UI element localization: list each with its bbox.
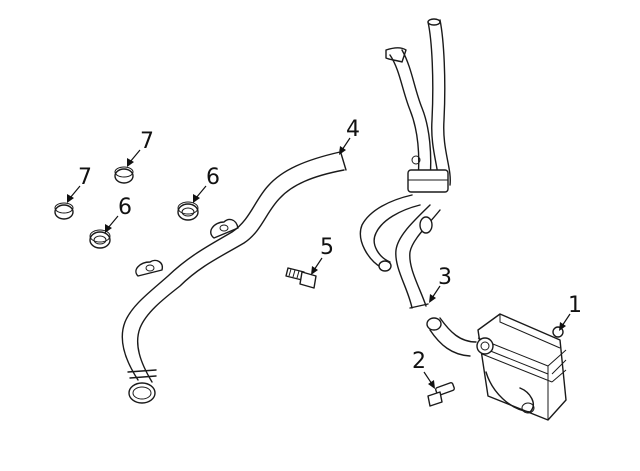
callout-6b: 6 [105, 195, 132, 233]
callout-5: 5 [311, 235, 334, 275]
callout-7a: 7 [127, 129, 154, 167]
svg-text:7: 7 [78, 165, 92, 190]
callout-2: 2 [412, 349, 435, 389]
callout-7b: 7 [67, 165, 92, 203]
grommet-6a-part [177, 201, 199, 221]
grommet-7b-part [54, 202, 74, 220]
svg-text:7: 7 [140, 129, 154, 154]
svg-text:5: 5 [320, 235, 334, 260]
oil-cooler-part [426, 313, 567, 421]
bolt-2-part [427, 382, 455, 407]
callout-6a: 6 [193, 165, 220, 203]
svg-text:4: 4 [346, 117, 360, 142]
cooler-pipe-part [121, 149, 347, 404]
svg-text:6: 6 [206, 165, 220, 190]
grommet-7a-part [114, 166, 134, 184]
callout-3: 3 [429, 265, 452, 303]
svg-text:6: 6 [118, 195, 132, 220]
grommet-6b-part [89, 229, 111, 249]
cooler-hose-part [359, 18, 451, 309]
svg-text:1: 1 [568, 293, 582, 318]
svg-text:2: 2 [412, 349, 426, 374]
callout-1: 1 [559, 293, 582, 331]
callout-4: 4 [339, 117, 360, 155]
svg-text:3: 3 [438, 265, 452, 290]
